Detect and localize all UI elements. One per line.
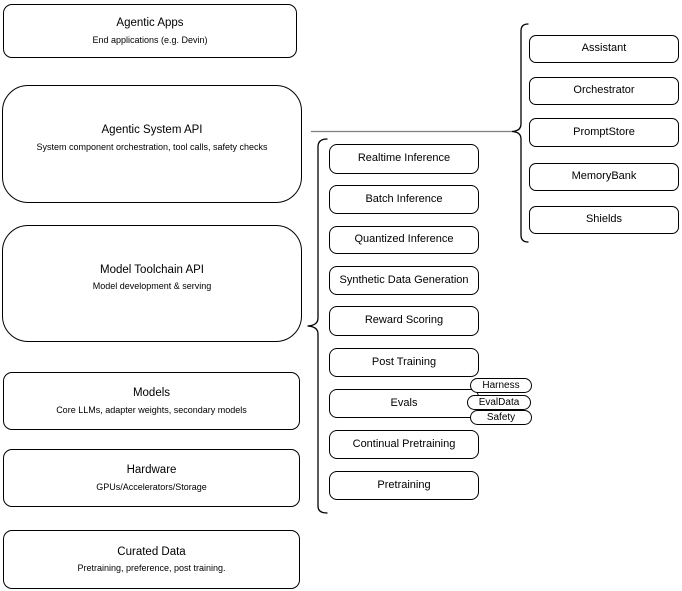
tag-label: EvalData xyxy=(478,396,520,408)
node-subtitle: System component orchestration, tool cal… xyxy=(36,141,268,152)
node-subtitle: End applications (e.g. Devin) xyxy=(92,34,208,45)
node-label: Orchestrator xyxy=(573,84,635,97)
node-label: Post Training xyxy=(371,355,437,368)
tag-label: Safety xyxy=(486,411,516,423)
toolchain-group-brace xyxy=(307,138,328,514)
node-post-training: Post Training xyxy=(329,348,479,377)
node-agentic-system-api: Agentic System API System component orch… xyxy=(2,85,302,203)
node-assistant: Assistant xyxy=(529,35,679,63)
node-reward-scoring: Reward Scoring xyxy=(329,306,479,336)
node-title: Agentic System API xyxy=(101,124,203,137)
node-label: MemoryBank xyxy=(571,170,637,183)
node-title: Models xyxy=(132,387,171,400)
node-label: Quantized Inference xyxy=(354,233,454,246)
node-evals: Evals xyxy=(329,389,479,418)
node-hardware: Hardware GPUs/Accelerators/Storage xyxy=(3,449,300,507)
tag-label: Harness xyxy=(482,379,520,391)
node-label: Continual Pretraining xyxy=(352,437,456,450)
node-models: Models Core LLMs, adapter weights, secon… xyxy=(3,372,300,430)
tag-evaldata: EvalData xyxy=(467,395,531,410)
node-label: Reward Scoring xyxy=(364,314,444,327)
node-memorybank: MemoryBank xyxy=(529,163,679,191)
node-shields: Shields xyxy=(529,206,679,234)
node-label: Shields xyxy=(585,213,623,226)
node-subtitle: Model development & serving xyxy=(92,281,212,292)
node-title: Curated Data xyxy=(117,545,186,558)
node-agentic-apps: Agentic Apps End applications (e.g. Devi… xyxy=(3,4,297,58)
node-title: Model Toolchain API xyxy=(100,263,204,276)
node-pretraining: Pretraining xyxy=(329,471,479,500)
tag-harness: Harness xyxy=(470,378,532,393)
node-curated-data: Curated Data Pretraining, preference, po… xyxy=(3,530,300,589)
node-batch-inference: Batch Inference xyxy=(329,185,479,214)
node-model-toolchain-api: Model Toolchain API Model development & … xyxy=(2,225,302,342)
node-subtitle: GPUs/Accelerators/Storage xyxy=(96,481,207,492)
node-realtime-inference: Realtime Inference xyxy=(329,144,479,174)
node-title: Agentic Apps xyxy=(116,17,184,30)
node-label: Evals xyxy=(390,396,418,409)
node-continual-pretraining: Continual Pretraining xyxy=(329,430,479,459)
node-label: Synthetic Data Generation xyxy=(339,273,469,286)
node-label: Batch Inference xyxy=(365,192,443,205)
node-label: Assistant xyxy=(581,42,627,55)
node-label: Pretraining xyxy=(377,478,431,491)
node-subtitle: Pretraining, preference, post training. xyxy=(77,563,226,574)
tag-safety: Safety xyxy=(470,410,532,425)
node-label: Realtime Inference xyxy=(357,152,451,165)
node-synthetic-data-generation: Synthetic Data Generation xyxy=(329,266,479,295)
node-promptstore: PromptStore xyxy=(529,118,679,147)
node-subtitle: Core LLMs, adapter weights, secondary mo… xyxy=(56,404,247,415)
node-label: PromptStore xyxy=(573,125,635,138)
components-group-brace xyxy=(511,23,529,243)
node-title: Hardware xyxy=(126,464,177,477)
node-orchestrator: Orchestrator xyxy=(529,77,679,105)
node-quantized-inference: Quantized Inference xyxy=(329,226,479,254)
